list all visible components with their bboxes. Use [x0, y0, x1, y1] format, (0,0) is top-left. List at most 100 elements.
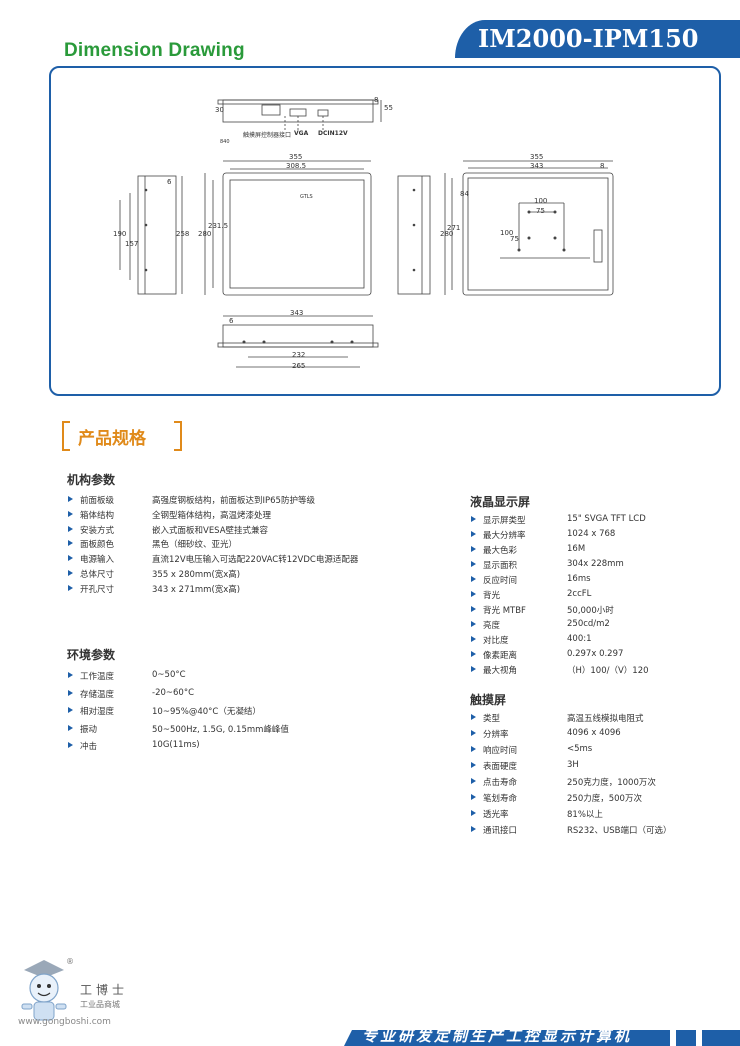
dim-30: 30	[215, 106, 224, 114]
dim-55: 55	[384, 104, 393, 112]
footer-slogan: 专业研发定制生产工控显示计算机	[362, 1027, 633, 1045]
spec-label: 相对湿度	[80, 707, 115, 717]
dim-75-h: 75	[536, 207, 545, 215]
specs-heading: 产品规格	[62, 421, 182, 455]
dim-343-bottom: 343	[290, 309, 304, 317]
side-view-right	[397, 175, 431, 295]
spec-value: 355 x 280mm(宽x高)	[152, 570, 241, 580]
spec-value: 50~500Hz, 1.5G, 0.15mm峰峰值	[152, 724, 289, 735]
spec-value: 4096 x 4096	[567, 728, 621, 738]
dim-232: 232	[292, 351, 306, 359]
spec-value: 400:1	[567, 634, 592, 644]
dim-343-back: 343	[530, 162, 544, 170]
spec-value: RS232、USB端口（可选）	[567, 826, 672, 836]
dim-265: 265	[292, 362, 306, 370]
spec-value: 全钢型箱体结构，高温烤漆处理	[152, 510, 272, 521]
spec-label: 电源输入	[80, 555, 115, 566]
spec-label: 最大色彩	[483, 546, 518, 556]
dimension-drawing	[119, 99, 614, 368]
bullet-icon	[471, 621, 476, 627]
bullet-icon	[68, 570, 73, 576]
bullet-icon	[471, 591, 476, 597]
spec-label: 最大分辨率	[483, 531, 526, 541]
bullet-icon	[471, 546, 476, 552]
spec-value: 10G(11ms)	[152, 740, 200, 750]
spec-value: 嵌入式面板和VESA壁挂式兼容	[152, 525, 269, 536]
dim-75-v: 75	[510, 235, 519, 243]
touch-port	[261, 104, 281, 116]
site-url[interactable]: www.gongboshi.com	[18, 1017, 111, 1027]
spec-value: -20~60°C	[152, 687, 195, 698]
spec-value: 81%以上	[567, 810, 603, 820]
bullet-icon	[68, 672, 73, 678]
spec-value: 250力度，500万次	[567, 794, 642, 804]
bullet-icon	[68, 525, 73, 532]
dim-100-h: 100	[534, 197, 548, 205]
spec-value: <5ms	[567, 744, 593, 754]
spec-value: 1024 x 768	[567, 529, 616, 539]
spec-label: 笔划寿命	[483, 794, 518, 804]
vga-port	[289, 108, 307, 117]
dim-190: 190	[113, 230, 127, 238]
model-name: IM2000-IPM150	[478, 24, 699, 53]
spec-value: 0.297x 0.297	[567, 649, 624, 659]
model-banner	[455, 20, 740, 58]
mechanical-title: 机构参数	[67, 473, 116, 487]
dc-label: DCIN12V	[318, 130, 348, 137]
logo-subtitle: 工业品商城	[80, 1000, 120, 1009]
section-title: Dimension Drawing	[64, 40, 245, 61]
spec-value: 250cd/m2	[567, 619, 610, 629]
bullet-icon	[471, 794, 476, 800]
dc-port	[317, 109, 329, 117]
spec-label: 显示面积	[483, 561, 518, 571]
dimension-drawing-frame	[49, 66, 721, 396]
spec-label: 振动	[80, 724, 98, 735]
spec-value: 16M	[567, 544, 586, 554]
spec-label: 背光	[483, 591, 501, 601]
dim-280-front: 280	[198, 230, 212, 238]
spec-label: 像素距离	[483, 651, 518, 661]
touch-port-label: 触摸屏控制器接口	[243, 132, 292, 139]
footer-bar	[344, 1030, 740, 1046]
spec-value: （H）100/（V）120	[567, 666, 649, 676]
spec-label: 点击寿命	[483, 778, 518, 788]
dim-355-back: 355	[530, 153, 544, 161]
dim-271: 271	[447, 224, 461, 232]
bullet-icon	[471, 810, 476, 816]
bullet-icon	[471, 636, 476, 642]
spec-label: 反应时间	[483, 576, 518, 586]
bullet-icon	[471, 516, 476, 522]
spec-value: 10~95%@40°C（无凝结）	[152, 707, 261, 717]
dim-6: 6	[167, 178, 172, 186]
small-label: 840	[220, 139, 230, 145]
spec-label: 面板颜色	[80, 540, 115, 551]
spec-label: 前面板级	[80, 496, 115, 506]
front-view-frame	[222, 172, 372, 296]
bullet-icon	[471, 606, 476, 612]
bullet-icon	[68, 707, 73, 713]
dim-8-back: 8	[600, 162, 605, 170]
spec-label: 表面硬度	[483, 762, 518, 772]
spec-value: 343 x 271mm(宽x高)	[152, 584, 241, 595]
mascot-logo-icon	[21, 960, 67, 1021]
bullet-icon	[68, 540, 73, 547]
registered-mark: ®	[66, 957, 74, 966]
bullet-icon	[471, 778, 476, 784]
bullet-icon	[471, 762, 476, 768]
bullet-icon	[68, 724, 73, 731]
spec-label: 总体尺寸	[80, 570, 115, 580]
bullet-icon	[471, 826, 476, 832]
spec-label: 最大视角	[483, 666, 518, 676]
spec-label: 箱体结构	[80, 510, 115, 521]
spec-value: 3H	[567, 760, 579, 770]
bullet-icon	[471, 651, 476, 657]
spec-label: 冲击	[80, 742, 98, 752]
bullet-icon	[471, 531, 476, 537]
top-view-body	[222, 99, 374, 123]
spec-label: 对比度	[483, 636, 509, 646]
bullet-icon	[471, 730, 476, 736]
spec-label: 分辨率	[483, 730, 509, 740]
spec-label: 安装方式	[80, 525, 115, 536]
logo-name: 工博士	[80, 983, 129, 997]
front-view-screen	[229, 179, 365, 289]
